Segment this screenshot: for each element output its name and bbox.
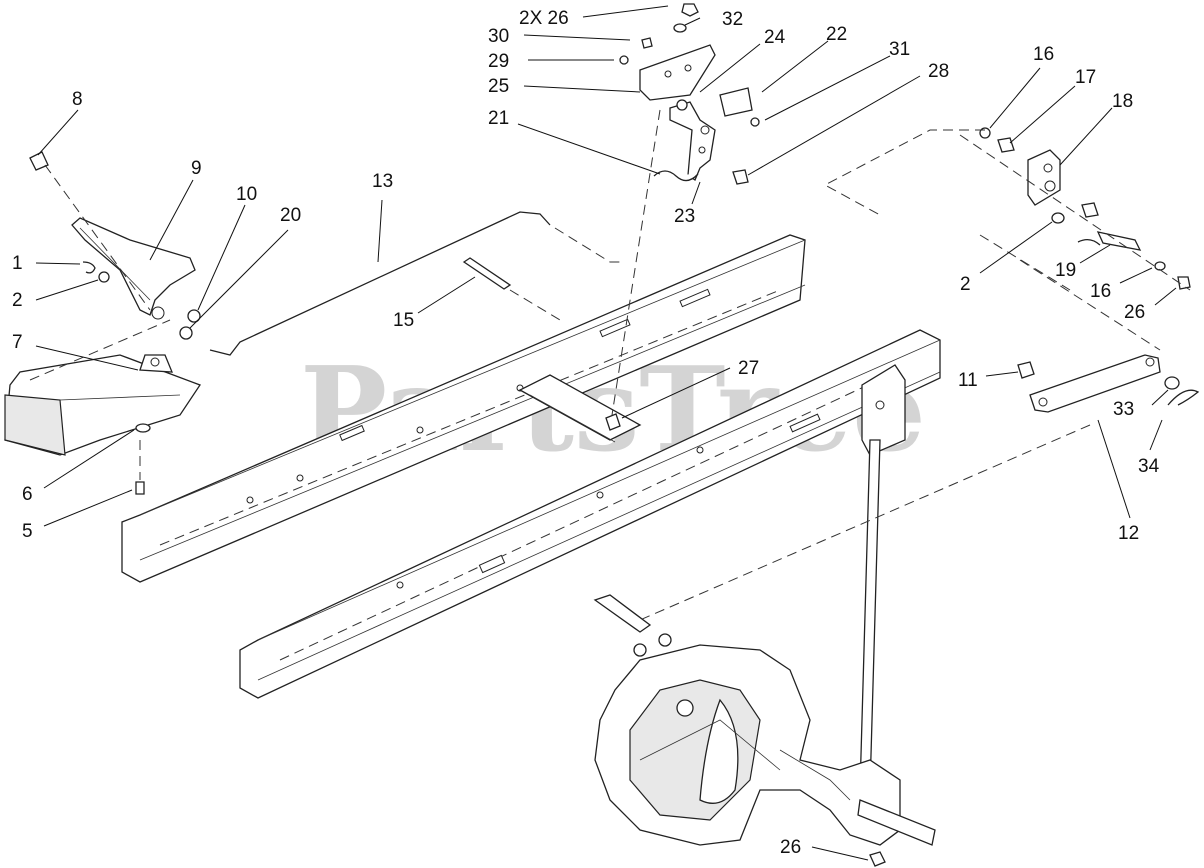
callout-29: 29 — [488, 51, 509, 72]
link-12 — [1029, 354, 1161, 413]
callout-33: 33 — [1113, 399, 1134, 420]
pedal-bracket-plate — [861, 364, 906, 456]
callout-2-right: 2 — [960, 274, 971, 295]
nut-26-top — [681, 3, 699, 17]
switch-22 — [719, 87, 753, 117]
callout-2-left: 2 — [12, 290, 23, 311]
washer-2a — [98, 271, 110, 283]
bushing-20 — [179, 326, 193, 340]
callout-32: 32 — [722, 9, 743, 30]
washer-16b — [1154, 261, 1166, 271]
nut-r — [1081, 202, 1099, 218]
bolt-27 — [605, 413, 621, 431]
bushing-10 — [187, 309, 201, 323]
callout-31: 31 — [889, 39, 910, 60]
callout-19: 19 — [1055, 260, 1076, 281]
fender-bracket — [4, 319, 201, 456]
callout-28: 28 — [928, 61, 949, 82]
leader-lines — [35, 5, 1177, 861]
control-rod-vertical — [859, 439, 881, 791]
transaxle — [593, 594, 936, 846]
spring-21 — [653, 170, 699, 182]
clip-1 — [82, 261, 96, 274]
pin-15 — [462, 257, 561, 321]
callout-25: 25 — [488, 76, 509, 97]
callout-26-right: 26 — [1124, 302, 1145, 323]
callout-30: 30 — [488, 26, 509, 47]
washer-6 — [135, 423, 151, 433]
callout-26-bottom: 26 — [780, 837, 801, 858]
callout-34: 34 — [1138, 456, 1160, 477]
nut-31 — [750, 117, 760, 127]
washer-33 — [1164, 376, 1180, 390]
callout-10: 10 — [236, 184, 257, 205]
washer-2b — [1051, 212, 1065, 224]
callout-7: 7 — [12, 332, 23, 353]
bushing-17 — [997, 137, 1015, 153]
brake-rod — [209, 211, 620, 356]
callout-9: 9 — [191, 158, 202, 179]
callout-27: 27 — [738, 358, 759, 379]
bolt-8 — [29, 151, 151, 311]
hairpin-34 — [1167, 389, 1200, 406]
callout-6: 6 — [22, 484, 33, 505]
callout-15: 15 — [393, 310, 414, 331]
callout-21: 21 — [488, 108, 509, 129]
callout-2x-26: 2X 26 — [519, 8, 569, 29]
callout-13: 13 — [372, 171, 393, 192]
brake-pedal — [71, 217, 196, 320]
callout-23: 23 — [674, 206, 695, 227]
nut-25 — [676, 99, 688, 111]
frame-rail-lower — [239, 329, 941, 699]
bolt-11 — [1017, 361, 1035, 379]
callout-16-top: 16 — [1033, 44, 1054, 65]
callout-8: 8 — [72, 89, 83, 110]
callout-labels: 2X 26 32 30 24 22 29 31 28 25 21 23 16 1… — [12, 8, 1160, 858]
lever-23 — [669, 101, 716, 182]
bolt-28 — [732, 169, 749, 185]
bracket-24 — [639, 44, 716, 101]
callout-17: 17 — [1075, 67, 1096, 88]
bolt-30 — [641, 37, 653, 49]
callout-22: 22 — [826, 24, 847, 45]
callout-12: 12 — [1118, 523, 1139, 544]
bracket-18 — [1027, 149, 1061, 206]
frame-rail-upper — [121, 234, 806, 583]
nut-29 — [619, 55, 629, 65]
callout-24: 24 — [764, 27, 786, 48]
callout-16-bottom: 16 — [1090, 281, 1111, 302]
screw-5 — [135, 481, 145, 495]
pin-19 — [1096, 231, 1142, 251]
callout-18: 18 — [1112, 91, 1133, 112]
nut-26-bottom — [869, 851, 886, 867]
nut-26-right — [1177, 276, 1191, 290]
callout-1: 1 — [12, 253, 23, 274]
callout-5: 5 — [22, 521, 33, 542]
washer-32 — [673, 23, 687, 33]
cotter-pin-19 — [1077, 238, 1101, 246]
callout-11: 11 — [958, 370, 978, 391]
callout-20: 20 — [280, 205, 301, 226]
